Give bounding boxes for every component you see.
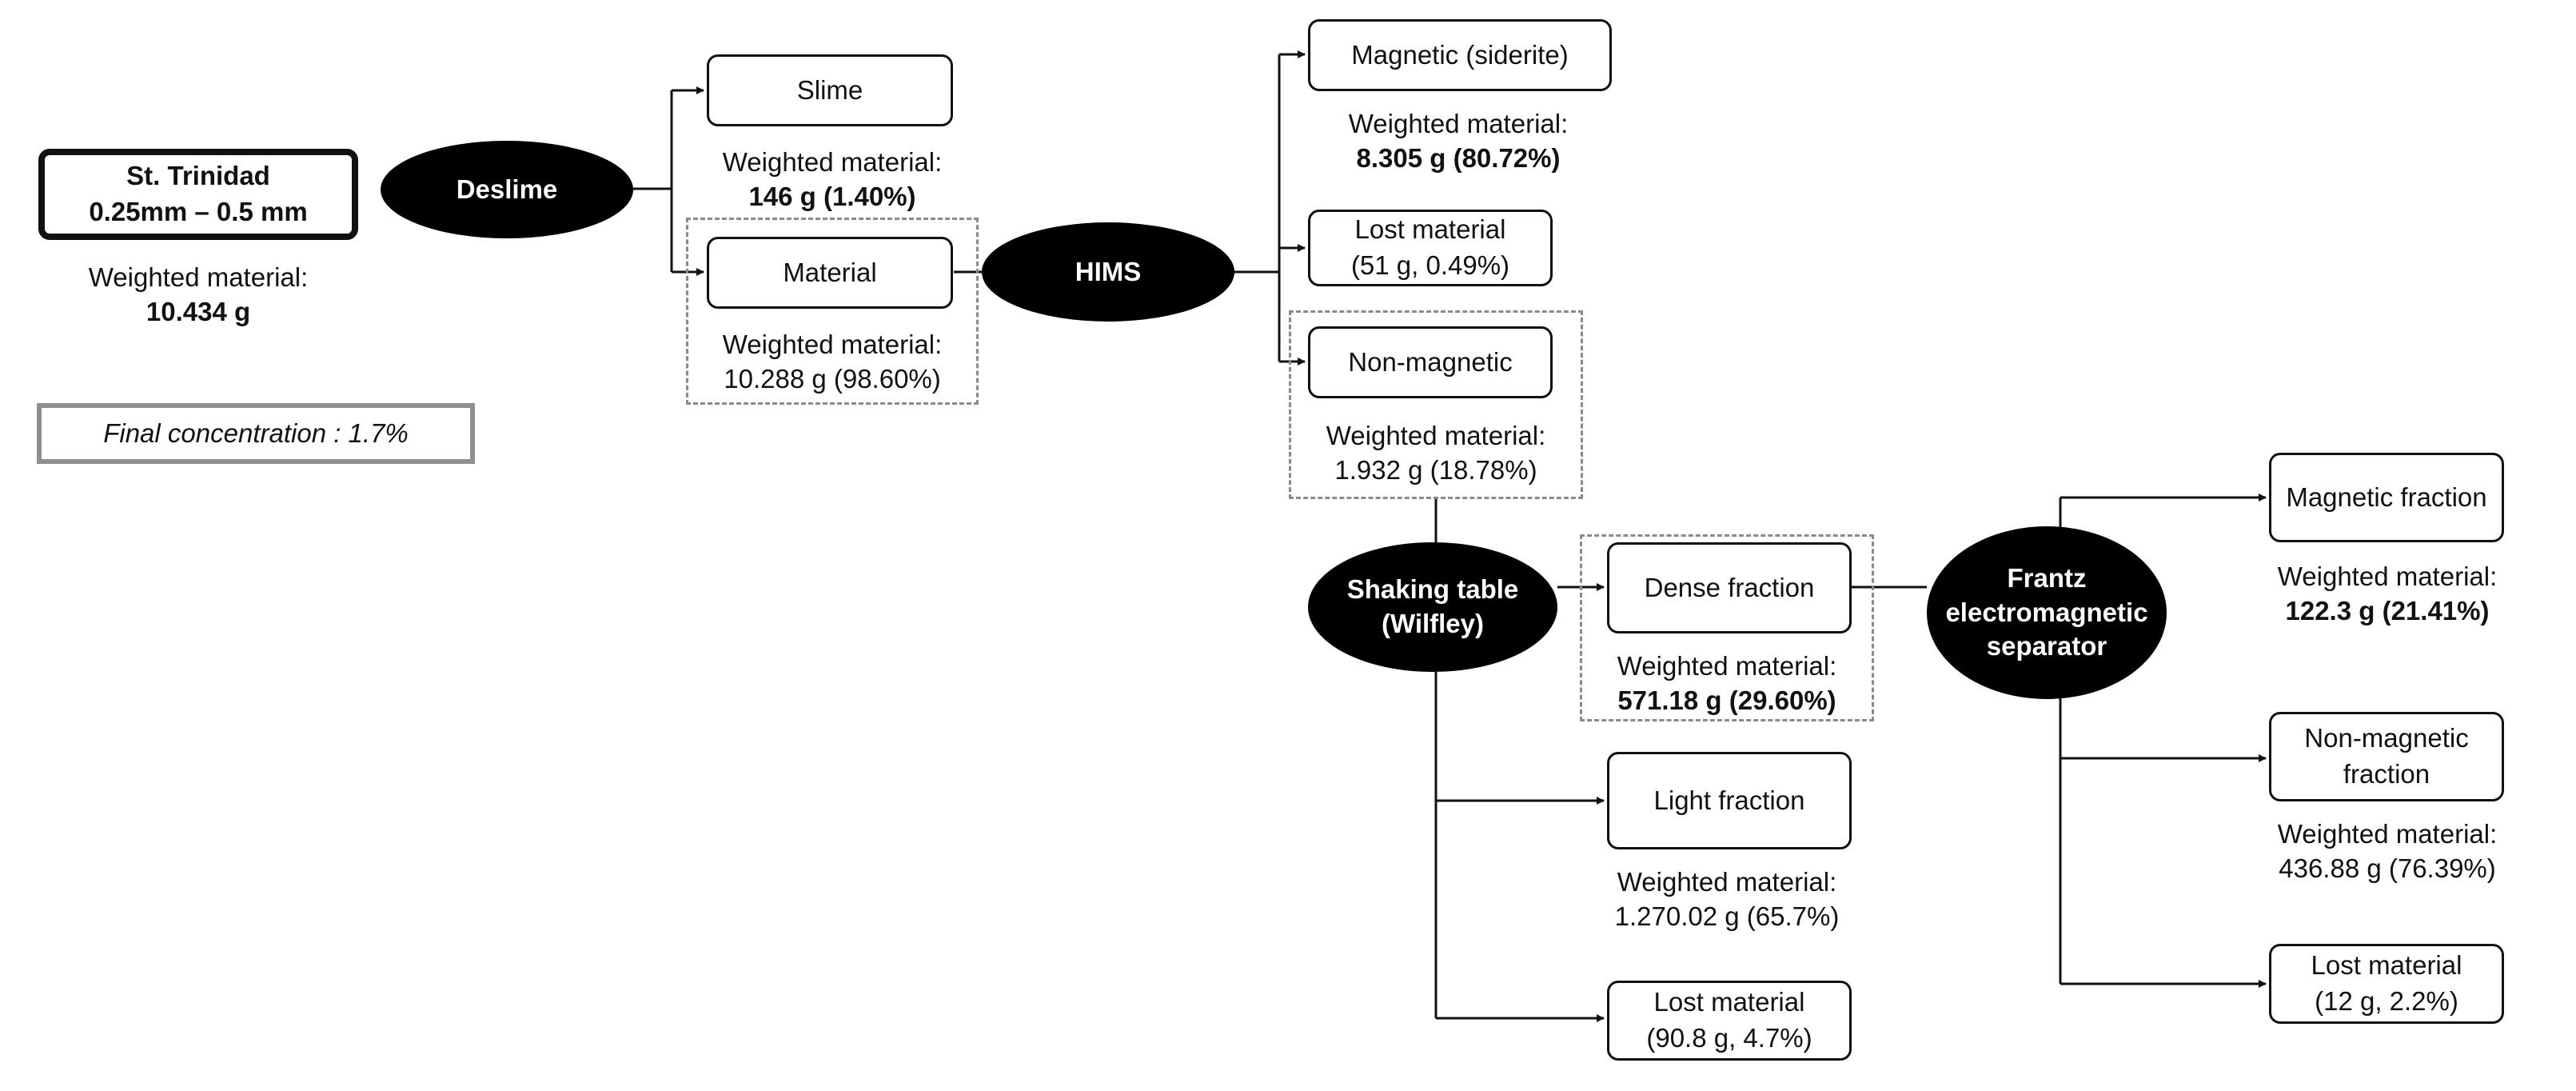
slime-weight-label: Weighted material:: [722, 147, 943, 177]
table-lost-label: Lost material: [1653, 987, 1805, 1017]
frantz-lost-label: Lost material: [2311, 950, 2462, 981]
shaking-table-label: Shaking table: [1346, 574, 1519, 605]
non-magnetic-fraction-weight-label: Weighted material:: [2277, 819, 2498, 849]
dense-fraction-weight: Weighted material: 571.18 g (29.60%): [1580, 649, 1874, 718]
dense-fraction-weight-value: 571.18 g (29.60%): [1617, 685, 1836, 715]
non-magnetic-fraction-weight: Weighted material: 436.88 g (76.39%): [2243, 817, 2531, 886]
light-fraction-weight: Weighted material: 1.270.02 g (65.7%): [1580, 865, 1874, 934]
table-lost-value: (90.8 g, 4.7%): [1646, 1023, 1812, 1053]
magnetic-fraction-label: Magnetic fraction: [2286, 482, 2487, 512]
dense-fraction-weight-label: Weighted material:: [1617, 651, 1837, 681]
non-magnetic-fraction-box: Non-magnetic fraction: [2269, 712, 2504, 801]
source-name: St. Trinidad: [126, 161, 270, 191]
dense-fraction-label: Dense fraction: [1644, 572, 1815, 602]
hims-lost-label: Lost material: [1354, 214, 1506, 245]
magnetic-fraction-box: Magnetic fraction: [2269, 453, 2504, 542]
non-magnetic-label: Non-magnetic: [1348, 346, 1513, 377]
material-group-outline: [686, 218, 979, 405]
source-weight: Weighted material: 10.434 g: [38, 261, 358, 330]
dense-fraction-box: Dense fraction: [1607, 542, 1852, 633]
shaking-table-sublabel: (Wilfley): [1381, 609, 1485, 638]
magnetic-siderite-weight-label: Weighted material:: [1348, 109, 1569, 138]
material-weight-label: Weighted material:: [722, 330, 943, 359]
final-concentration-box: Final concentration : 1.7%: [37, 403, 475, 464]
non-magnetic-group-outline: [1289, 310, 1583, 499]
non-magnetic-fraction-sublabel: fraction: [2343, 759, 2430, 789]
slime-weight-value: 146 g (1.40%): [748, 181, 916, 211]
material-weight-value: 10.288 g (98.60%): [724, 363, 941, 394]
final-concentration-text: Final concentration : 1.7%: [103, 418, 409, 448]
frantz-lost-material-box: Lost material (12 g, 2.2%): [2269, 944, 2504, 1024]
frantz-lost-value: (12 g, 2.2%): [2315, 986, 2458, 1016]
slime-weight: Weighted material: 146 g (1.40%): [686, 146, 979, 214]
non-magnetic-weight: Weighted material: 1.932 g (18.78%): [1289, 419, 1583, 488]
material-box: Material: [707, 237, 953, 309]
non-magnetic-fraction-weight-value: 436.88 g (76.39%): [2279, 853, 2496, 883]
hims-process: HIMS: [982, 222, 1234, 322]
magnetic-fraction-weight: Weighted material: 122.3 g (21.41%): [2243, 560, 2531, 629]
frantz-label-line1: Frantz: [2007, 562, 2087, 593]
source-weight-label: Weighted material:: [88, 262, 309, 292]
light-fraction-weight-value: 1.270.02 g (65.7%): [1614, 901, 1840, 931]
magnetic-siderite-weight-value: 8.305 g (80.72%): [1356, 142, 1561, 173]
frantz-separator-process: Frantz electromagnetic separator: [1927, 526, 2167, 699]
magnetic-siderite-weight: Weighted material: 8.305 g (80.72%): [1289, 107, 1628, 176]
non-magnetic-weight-label: Weighted material:: [1326, 421, 1546, 450]
material-weight: Weighted material: 10.288 g (98.60%): [686, 328, 979, 397]
hims-label: HIMS: [1075, 256, 1142, 286]
hims-lost-material-box: Lost material (51 g, 0.49%): [1308, 210, 1553, 286]
light-fraction-label: Light fraction: [1653, 785, 1805, 815]
hims-lost-value: (51 g, 0.49%): [1350, 250, 1510, 280]
source-size-range: 0.25mm – 0.5 mm: [89, 197, 308, 226]
slime-label: Slime: [796, 74, 863, 105]
table-lost-material-box: Lost material (90.8 g, 4.7%): [1607, 981, 1852, 1061]
frantz-label-line3: separator: [1986, 631, 2107, 661]
deslime-process: Deslime: [381, 141, 633, 238]
light-fraction-weight-label: Weighted material:: [1617, 867, 1837, 897]
non-magnetic-fraction-label: Non-magnetic: [2304, 723, 2469, 753]
non-magnetic-weight-value: 1.932 g (18.78%): [1334, 454, 1537, 485]
slime-box: Slime: [707, 54, 953, 126]
shaking-table-process: Shaking table (Wilfley): [1308, 542, 1557, 672]
source-box: St. Trinidad 0.25mm – 0.5 mm: [38, 149, 358, 240]
frantz-label-line2: electromagnetic: [1945, 597, 2148, 627]
source-weight-value: 10.434 g: [146, 296, 251, 326]
magnetic-siderite-box: Magnetic (siderite): [1308, 19, 1612, 91]
magnetic-fraction-weight-label: Weighted material:: [2277, 561, 2498, 591]
dense-fraction-group-outline: [1580, 534, 1874, 721]
light-fraction-box: Light fraction: [1607, 752, 1852, 849]
magnetic-fraction-weight-value: 122.3 g (21.41%): [2285, 595, 2490, 625]
non-magnetic-box: Non-magnetic: [1308, 326, 1553, 398]
material-label: Material: [783, 257, 877, 287]
deslime-label: Deslime: [456, 174, 558, 204]
magnetic-siderite-label: Magnetic (siderite): [1351, 39, 1569, 70]
